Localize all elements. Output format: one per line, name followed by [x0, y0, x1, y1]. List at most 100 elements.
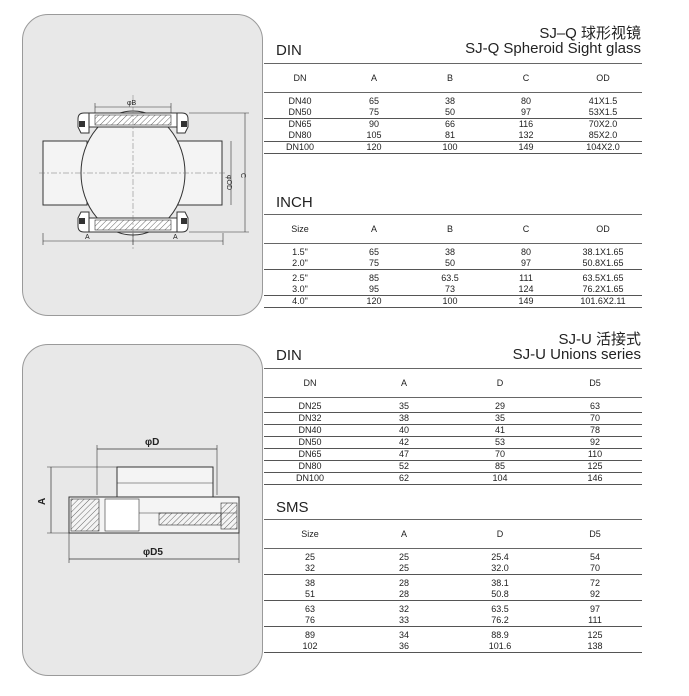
table-cell: 92 — [589, 589, 600, 599]
table-cell: 70 — [494, 449, 505, 459]
col-header: A — [336, 214, 412, 244]
table-cell: 3.0" — [292, 284, 308, 294]
table-cell: DN65 — [298, 449, 322, 459]
table-row: 32 25 32.0 70 — [264, 563, 642, 575]
table-cell: 97 — [520, 258, 531, 268]
table-cell: DN40 — [298, 425, 322, 435]
table-cell: 50.8X1.65 — [582, 258, 624, 268]
table-cell: DN50 — [288, 107, 312, 117]
table-cell: 70X2.0 — [588, 119, 618, 129]
table-cell: 1.5" — [292, 247, 308, 257]
table-cell: 120 — [366, 142, 382, 152]
table-cell: 40 — [398, 425, 409, 435]
table-cell: 80 — [520, 247, 531, 257]
table-cell: 35 — [398, 401, 409, 411]
table-header-row: Size A D D5 — [264, 519, 642, 549]
table-cell: DN100 — [295, 473, 324, 483]
table-cell: 47 — [398, 449, 409, 459]
table-cell: 32.0 — [491, 563, 509, 573]
table-cell: 102 — [302, 641, 318, 651]
table-row: 2.0" 75 50 97 50.8X1.65 — [264, 258, 642, 270]
col-header: B — [412, 214, 488, 244]
table-row: DN40 40 41 78 — [264, 425, 642, 437]
table-cell: 111 — [588, 615, 602, 625]
col-header: C — [488, 63, 564, 93]
unions-drawing: φD A φD5 — [37, 437, 240, 563]
table-cell: DN80 — [288, 130, 312, 140]
table-cell: 146 — [587, 473, 603, 483]
dim-label-A: A — [37, 498, 48, 505]
table-cell: 25 — [398, 563, 409, 573]
table-cell: 138 — [587, 641, 603, 651]
col-header: DN — [264, 368, 356, 398]
col-header: D5 — [548, 519, 642, 549]
sight-glass-inch-label: INCH — [276, 194, 313, 211]
dim-label-phiB: φB — [127, 100, 137, 107]
table-cell: 78 — [589, 425, 600, 435]
table-row: 76 33 76.2 111 — [264, 615, 642, 627]
table-cell: DN80 — [298, 461, 322, 471]
table-cell: 85X2.0 — [588, 130, 618, 140]
table-cell: 25 — [304, 552, 315, 562]
table-cell: 76.2 — [491, 615, 509, 625]
table-cell: 32 — [304, 563, 315, 573]
table-cell: 80 — [520, 96, 531, 106]
table-cell: 111 — [519, 273, 533, 283]
table-header-row: Size A B C OD — [264, 214, 642, 244]
table-cell: 76 — [304, 615, 315, 625]
table-cell: 38 — [444, 247, 455, 257]
table-cell: 38 — [304, 578, 315, 588]
table-cell: 62 — [398, 473, 409, 483]
col-header: C — [488, 214, 564, 244]
table-cell: 50 — [444, 107, 455, 117]
table-cell: 29 — [494, 401, 505, 411]
table-cell: 53 — [494, 437, 505, 447]
unions-title-cn: SJ-U 活接式 — [558, 331, 641, 348]
col-header: OD — [564, 214, 642, 244]
table-cell: 120 — [366, 296, 382, 306]
table-cell: 28 — [398, 589, 409, 599]
sight-glass-din-label: DIN — [276, 42, 302, 59]
table-cell: 85 — [494, 461, 505, 471]
unions-drawing-panel: φD A φD5 — [22, 344, 263, 676]
table-cell: 2.0" — [292, 258, 308, 268]
table-cell: 104 — [492, 473, 508, 483]
sight-glass-title-cn: SJ–Q 球形视镜 — [539, 25, 641, 42]
table-cell: DN50 — [298, 437, 322, 447]
table-cell: DN100 — [285, 142, 314, 152]
table-cell: 89 — [304, 630, 315, 640]
table-cell: 41 — [494, 425, 505, 435]
table-cell: 73 — [444, 284, 455, 294]
table-cell: 116 — [518, 119, 534, 129]
table-cell: 66 — [444, 119, 455, 129]
table-cell: 75 — [368, 107, 379, 117]
table-cell: 92 — [589, 437, 600, 447]
table-cell: 36 — [398, 641, 409, 651]
table-cell: 100 — [442, 142, 458, 152]
sight-glass-drawing: φB φOD C A A — [39, 95, 249, 251]
table-cell: 70 — [589, 413, 600, 423]
table-cell: 63.5 — [491, 604, 509, 614]
table-cell: 33 — [398, 615, 409, 625]
table-cell: 50 — [444, 258, 455, 268]
dim-label-phiD5: φD5 — [143, 547, 163, 558]
table-cell: 38 — [444, 96, 455, 106]
dim-label-A-left: A — [85, 234, 90, 241]
table-cell: 90 — [368, 119, 379, 129]
sight-glass-drawing-panel: φB φOD C A A — [22, 14, 263, 316]
col-header: A — [336, 63, 412, 93]
table-cell: 70 — [589, 563, 600, 573]
table-cell: 75 — [368, 258, 379, 268]
table-cell: 63 — [589, 401, 600, 411]
